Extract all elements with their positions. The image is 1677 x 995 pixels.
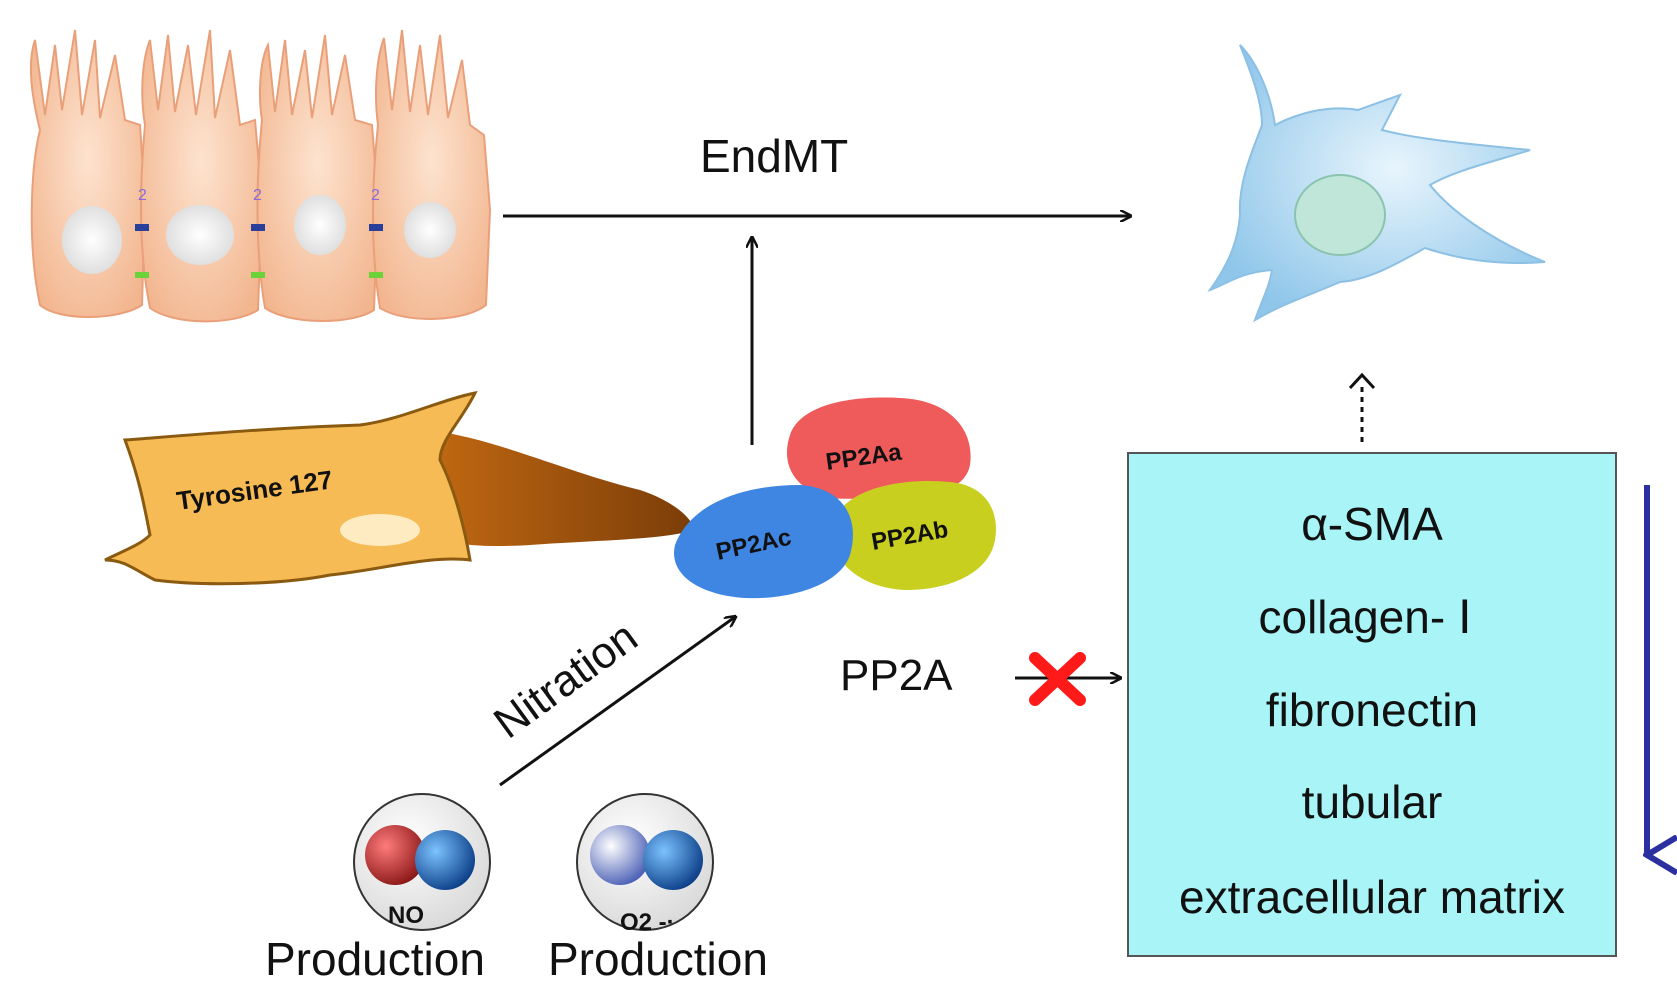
marker-item: collagen- Ⅰ <box>1258 591 1471 643</box>
tyrosine-nucleus <box>340 514 420 546</box>
tyrosine-cell: Tyrosine 127 <box>104 390 695 586</box>
fiber-tail <box>420 430 695 547</box>
svg-text:2: 2 <box>371 187 380 204</box>
nucleus <box>404 202 456 258</box>
nitration-label: Nitration <box>485 612 646 748</box>
pp2a-complex: PP2Aa PP2Ab PP2Ac <box>674 397 996 599</box>
marker-item: tubular <box>1302 776 1443 828</box>
dotted-arrow-head <box>1348 372 1376 390</box>
nucleus <box>62 206 122 274</box>
o2-molecule: O2 -· <box>576 793 714 936</box>
o2-production-label: Production <box>548 933 768 985</box>
no-molecule: NO <box>353 793 491 931</box>
marker-item: α-SMA <box>1301 498 1443 550</box>
pp2ab-subunit <box>834 480 996 590</box>
endothelial-cell-4 <box>372 29 492 320</box>
pp2ac-subunit <box>674 485 853 599</box>
endothelial-cells: 2 2 2 <box>29 29 492 323</box>
endmt-label: EndMT <box>700 130 848 182</box>
endothelial-cell-2 <box>140 29 264 323</box>
pp2a-label: PP2A <box>840 651 953 700</box>
mesenchymal-cell <box>1207 44 1546 323</box>
marker-item: fibronectin <box>1266 684 1478 736</box>
no-production-label: Production <box>265 933 485 985</box>
cell-junctions: 2 2 2 <box>135 187 383 278</box>
mesenchymal-nucleus <box>1294 174 1386 256</box>
endothelial-cell-3 <box>256 34 380 322</box>
no-label: NO <box>388 902 424 929</box>
nitration-arrow <box>499 617 735 787</box>
marker-item: extracellular matrix <box>1179 871 1565 923</box>
svg-text:2: 2 <box>138 187 147 204</box>
red-x-icon <box>1029 652 1086 706</box>
o2-label: O2 -· <box>620 909 675 936</box>
nucleus <box>166 205 234 265</box>
pp2aa-subunit <box>786 397 971 499</box>
nucleus <box>294 195 346 255</box>
marker-box <box>1127 452 1617 957</box>
svg-text:2: 2 <box>253 187 262 204</box>
endothelial-cell-1 <box>29 29 147 318</box>
